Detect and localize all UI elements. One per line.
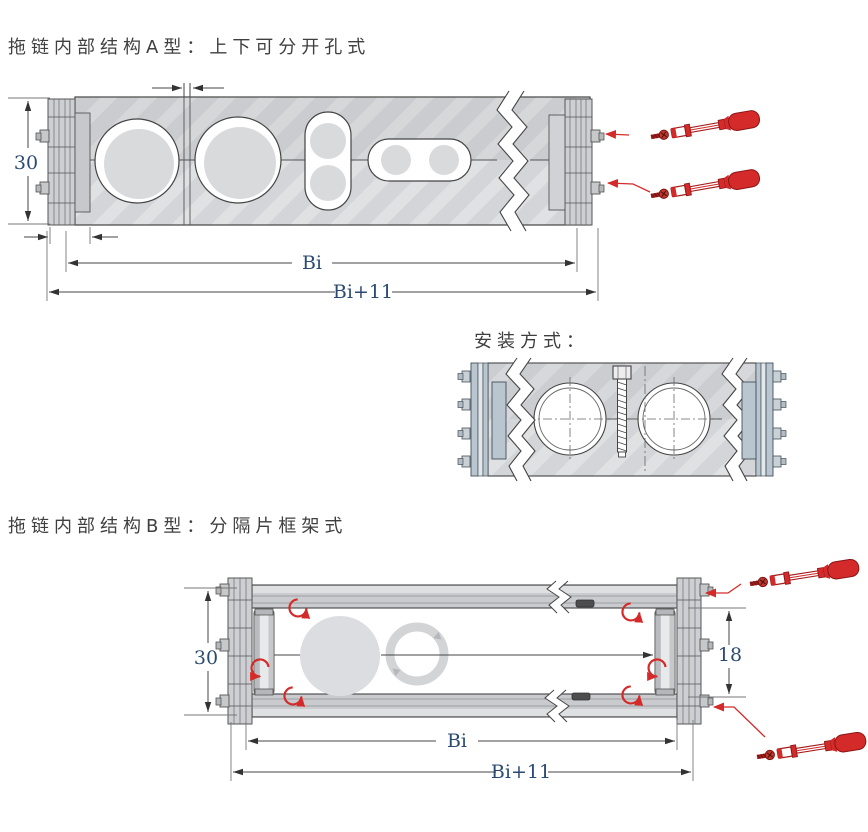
bolt-icon: [590, 181, 605, 195]
type-a-diagram: 30 Bi Bi+11: [8, 83, 762, 303]
dim-a-height: 30: [8, 97, 50, 225]
bolt-icon: [772, 370, 787, 383]
cable-circle: [204, 127, 276, 199]
dim-b-inner-width: Bi: [245, 720, 678, 752]
rail-clip: [575, 599, 595, 608]
install-diagram: [457, 357, 787, 482]
install-left-endcap: [457, 362, 507, 477]
dim-b-height: 30: [184, 587, 237, 716]
dim-a-bi11-label: Bi+11: [333, 281, 393, 303]
top-rail: [251, 584, 678, 609]
hole-crosshair: [630, 377, 718, 461]
dim-a-height-label: 30: [14, 152, 38, 174]
bolt-icon: [699, 583, 714, 597]
bolt-icon: [772, 427, 787, 440]
dim-b-height-label: 30: [194, 647, 218, 669]
dim-divider-width: [152, 83, 224, 97]
mount-hole-1: [526, 377, 614, 461]
bolt-icon: [215, 583, 230, 597]
install-right-endcap: [741, 362, 787, 477]
b-right-endplate: [676, 577, 714, 725]
type-b-diagram: 30 18 Bi: [184, 557, 868, 783]
vertical-slot: [304, 111, 352, 211]
bolt-icon: [772, 455, 787, 468]
divider-roller: [253, 608, 275, 696]
bolt-icon: [35, 129, 50, 143]
cable-circle: [104, 129, 174, 199]
type-b-title: 拖链内部结构B型：分隔片框架式: [8, 516, 348, 537]
dim-b-outer-width: Bi+11: [230, 720, 694, 783]
dim-b-bi11-label: Bi+11: [491, 761, 551, 783]
dim-a-bi-label: Bi: [302, 252, 322, 274]
bolt-icon: [772, 398, 787, 411]
bolt-icon: [699, 638, 714, 652]
insert-arrow-icon: [705, 583, 766, 738]
left-endcap: [35, 98, 91, 226]
cable-circle: [300, 616, 380, 696]
dim-a-outer-width: Bi+11: [46, 228, 599, 303]
dim-b-divider-height: 18: [688, 607, 746, 698]
hole-crosshair: [526, 377, 614, 461]
mount-bolt: [612, 365, 632, 458]
dim-b-bi-label: Bi: [447, 730, 467, 752]
bolt-icon: [699, 694, 714, 708]
break-zigzag: [496, 90, 530, 232]
break-zigzag: [544, 580, 572, 723]
dim-b-18-label: 18: [718, 644, 742, 666]
mount-hole-2: [630, 377, 718, 461]
cable-ring: [385, 622, 449, 686]
bolt-icon: [457, 370, 471, 383]
bolt-icon: [215, 638, 230, 652]
bottom-rail: [251, 693, 678, 718]
b-left-endplate: [215, 577, 253, 725]
bolt-icon: [35, 181, 50, 195]
dim-a-inner-width: Bi: [65, 228, 578, 274]
divider-roller: [654, 608, 676, 696]
horizontal-slot: [367, 138, 472, 182]
bolt-icon: [457, 427, 471, 440]
install-title: 安装方式：: [474, 331, 589, 352]
bolt-icon: [457, 455, 471, 468]
bolt-icon: [457, 398, 471, 411]
rail-clip: [571, 692, 591, 701]
hole-circle-1: [94, 118, 180, 204]
dim-cap-width: [24, 227, 118, 244]
right-endcap: [548, 98, 605, 226]
type-a-title: 拖链内部结构A型：上下可分开孔式: [8, 37, 371, 58]
bolt-icon: [215, 694, 230, 708]
insert-arrow-icon: [605, 129, 651, 193]
hole-circle-2: [194, 116, 282, 204]
bolt-icon: [590, 129, 605, 143]
